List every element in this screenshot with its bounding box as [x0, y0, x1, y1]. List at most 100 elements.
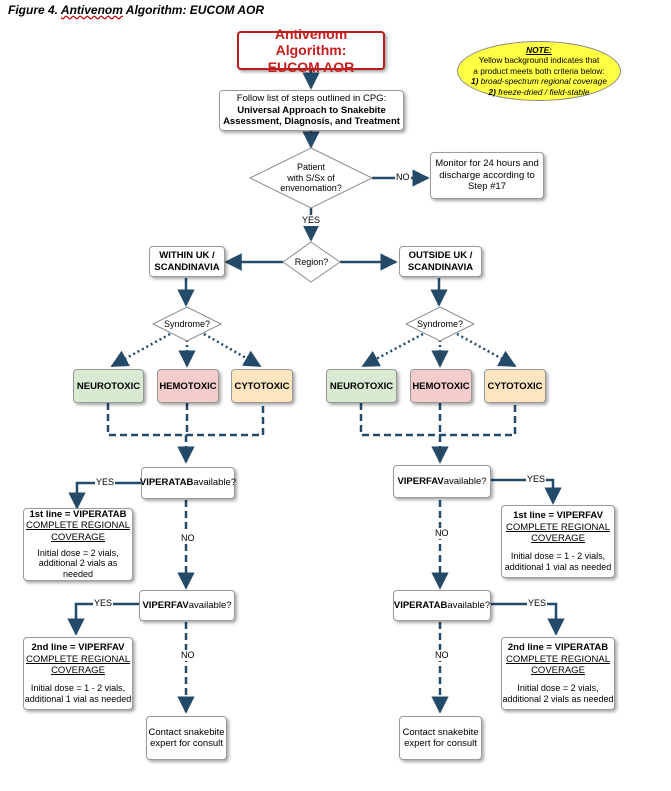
- hemotoxic-box-left: HEMOTOXIC: [157, 369, 219, 403]
- avail-suffix-1: available?: [193, 477, 237, 489]
- neurotoxic-box-left: NEUROTOXIC: [73, 369, 144, 403]
- sl-viperatab-line-3: COVERAGE: [531, 664, 585, 676]
- viperfav-available-box-right: VIPERFAV available?: [393, 465, 491, 498]
- outside-uk-box: OUTSIDE UK / SCANDINAVIA: [399, 246, 482, 277]
- note-line-2: a product meets both criteria below:: [473, 65, 605, 76]
- consult-expert-box-left: Contact snakebite expert for consult: [146, 716, 227, 760]
- hemotoxic-box-right: HEMOTOXIC: [410, 369, 472, 403]
- sl-viperfav-dose-1: Initial dose = 1 - 2 vials,: [30, 683, 126, 694]
- cpg-line-2: Universal Approach to Snakebite: [237, 104, 386, 116]
- note-line-1: Yellow background indicates that: [478, 55, 600, 66]
- patient-line-1: Patient: [296, 161, 326, 172]
- patient-diamond: [248, 147, 374, 209]
- edge-label-yes-right-1: YES: [526, 474, 547, 485]
- syndrome-diamond-right: [404, 306, 476, 342]
- avail-suffix-2: available?: [188, 599, 232, 611]
- algorithm-title-box: Antivenom Algorithm: EUCOM AOR: [237, 26, 385, 75]
- fl-viperfav-dose-2: additional 1 vial as needed: [504, 562, 612, 573]
- fl-viperfav-line-2: COMPLETE REGIONAL: [506, 521, 610, 533]
- consult-right-line-1: Contact snakebite: [402, 726, 479, 738]
- caption-prefix: Figure 4.: [8, 3, 61, 17]
- sl-viperfav-dose-2: additional 1 vial as needed: [24, 694, 132, 705]
- dotted-left-neuro: [110, 332, 171, 368]
- within-line-1: WITHIN UK /: [159, 250, 215, 262]
- fl-viperfav-dose-1: Initial dose = 1 - 2 vials,: [510, 551, 606, 562]
- fl-viperatab-line-3: COVERAGE: [51, 531, 105, 543]
- sl-viperatab-dose-2: additional 2 vials as needed: [502, 694, 614, 705]
- patient-line-2: with S/Sx of: [287, 172, 335, 183]
- edge-label-no-left-2: NO: [180, 650, 196, 661]
- first-line-viperatab-box: 1st line = VIPERATAB COMPLETE REGIONAL C…: [23, 508, 133, 581]
- cytotoxic-box-left: CYTOTOXIC: [231, 369, 293, 403]
- consult-expert-box-right: Contact snakebite expert for consult: [399, 716, 482, 760]
- sl-viperatab-dose-1: Initial dose = 2 vials,: [517, 683, 599, 694]
- sl-viperfav-title: 2nd line = VIPERFAV: [31, 642, 125, 654]
- viperatab-available-box-right: VIPERATAB available?: [393, 590, 491, 621]
- fl-viperatab-title: 1st line = VIPERATAB: [29, 509, 127, 520]
- dotted-left-cyto: [203, 332, 262, 368]
- edge-label-yes-left-2: YES: [93, 598, 114, 609]
- note-heading: NOTE:: [526, 45, 552, 56]
- second-line-viperfav-box: 2nd line = VIPERFAV COMPLETE REGIONAL CO…: [23, 637, 133, 710]
- avail-product-2: VIPERFAV: [142, 599, 189, 611]
- cpg-line-3: Assessment, Diagnosis, and Treatment: [223, 116, 400, 128]
- note-item-2: 2) freeze-dried / field-stable: [488, 86, 590, 97]
- avail-suffix-3: available?: [443, 475, 487, 487]
- region-diamond: [282, 241, 341, 283]
- avail-product-4: VIPERATAB: [393, 599, 448, 611]
- avail-product-1: VIPERATAB: [139, 477, 194, 489]
- sl-viperatab-title: 2nd line = VIPERATAB: [507, 642, 609, 654]
- neurotoxic-box-right: NEUROTOXIC: [326, 369, 397, 403]
- note-item-1: 1) broad-spectrum regional coverage: [470, 76, 608, 87]
- outside-line-1: OUTSIDE UK /: [408, 250, 473, 262]
- arrow-right-yes-2: [491, 602, 565, 636]
- sl-viperfav-line-2: COMPLETE REGIONAL: [26, 653, 130, 665]
- cytotoxic-box-right: CYTOTOXIC: [484, 369, 546, 403]
- title-line-1: Antivenom Algorithm:: [274, 26, 348, 59]
- syndrome-label-left: Syndrome?: [163, 318, 211, 329]
- cpg-steps-box: Follow list of steps outlined in CPG: Un…: [219, 90, 404, 131]
- fl-viperatab-line-2: COMPLETE REGIONAL: [26, 520, 130, 532]
- monitor-discharge-box: Monitor for 24 hours and discharge accor…: [430, 152, 544, 199]
- consult-right-line-2: expert for consult: [404, 738, 477, 749]
- second-line-viperatab-box: 2nd line = VIPERATAB COMPLETE REGIONAL C…: [501, 637, 615, 710]
- dashed-merge-right: [359, 403, 517, 437]
- arrow-right-yes-1: [491, 478, 562, 505]
- syndrome-label-right: Syndrome?: [416, 318, 464, 329]
- edge-label-no-right-1: NO: [434, 528, 450, 539]
- caption-rest: Algorithm: EUCOM AOR: [122, 3, 265, 17]
- monitor-line-1: Monitor for 24 hours and: [435, 158, 539, 170]
- avail-suffix-4: available?: [447, 599, 491, 611]
- edge-label-no-patient: NO: [395, 172, 411, 183]
- consult-left-line-2: expert for consult: [150, 738, 223, 749]
- edge-label-no-right-2: NO: [434, 650, 450, 661]
- edge-label-yes-right-2: YES: [527, 598, 548, 609]
- fl-viperatab-dose-2: additional 2 vials as needed: [38, 558, 118, 580]
- cpg-line-1: Follow list of steps outlined in CPG:: [236, 93, 387, 105]
- within-line-2: SCANDINAVIA: [154, 261, 220, 273]
- fl-viperatab-dose-1: Initial dose = 2 vials,: [37, 547, 119, 558]
- title-line-2: EUCOM AOR: [267, 58, 355, 75]
- first-line-viperfav-box: 1st line = VIPERFAV COMPLETE REGIONAL CO…: [501, 505, 615, 578]
- dashed-merge-left: [106, 403, 265, 437]
- syndrome-diamond-left: [151, 306, 223, 342]
- fl-viperfav-line-3: COVERAGE: [531, 532, 585, 544]
- monitor-line-2: discharge according to: [439, 169, 535, 181]
- sl-viperfav-line-3: COVERAGE: [51, 664, 105, 676]
- edge-label-no-left-1: NO: [180, 533, 196, 544]
- consult-left-line-1: Contact snakebite: [148, 726, 225, 738]
- fl-viperfav-title: 1st line = VIPERFAV: [513, 510, 603, 522]
- region-diamond-label: Region?: [294, 256, 329, 267]
- patient-diamond-label: Patient with S/Sx of envenomation?: [265, 158, 357, 198]
- dotted-right-cyto: [456, 332, 517, 368]
- edge-label-yes-patient: YES: [301, 215, 322, 226]
- arrow-left-yes-2: [67, 602, 139, 636]
- outside-line-2: SCANDINAVIA: [407, 261, 474, 273]
- arrow-left-yes-1: [68, 481, 141, 510]
- avail-product-3: VIPERFAV: [397, 475, 444, 487]
- viperfav-available-box-left: VIPERFAV available?: [139, 590, 235, 621]
- viperatab-available-box-left: VIPERATAB available?: [139, 467, 237, 499]
- figure-caption: Figure 4. Antivenom Algorithm: EUCOM AOR: [8, 3, 264, 17]
- dotted-right-neuro: [361, 332, 424, 368]
